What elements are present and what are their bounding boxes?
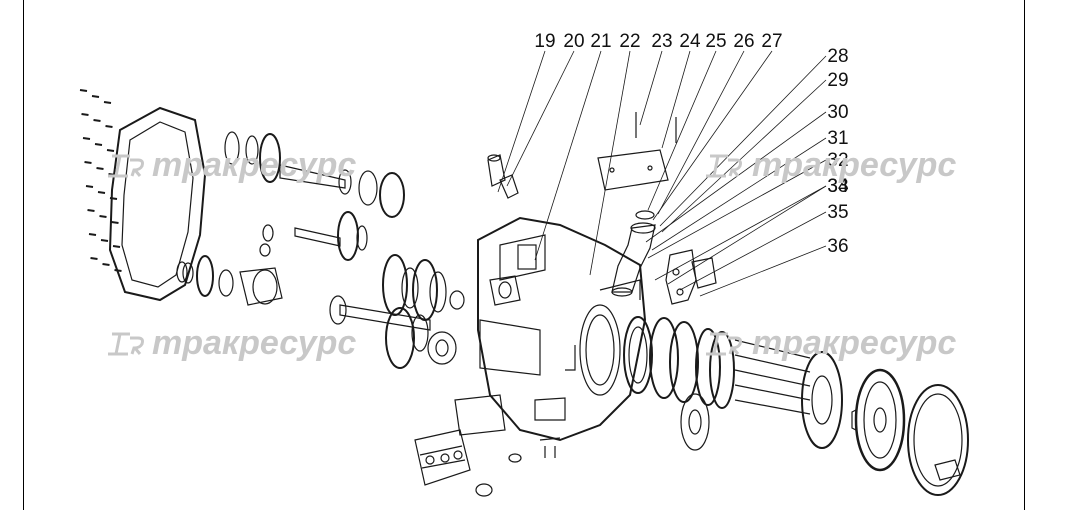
leader-line-21: [534, 50, 602, 261]
leader-line-27: [652, 50, 773, 221]
leader-line-29: [661, 79, 827, 233]
bolt: [88, 233, 97, 236]
watermark-2: тракресурс: [706, 146, 956, 184]
callout-36: 36: [827, 236, 848, 257]
leader-lines: [497, 50, 827, 297]
callout-30: 30: [827, 102, 848, 123]
callout-23: 23: [651, 31, 672, 52]
callout-25: 25: [705, 31, 726, 52]
bolt: [111, 221, 119, 224]
pump-bracket: [665, 249, 717, 305]
left-frame-border: [23, 0, 24, 510]
bolt: [105, 125, 113, 128]
bolt: [96, 167, 104, 170]
leader-line-33: [654, 185, 827, 281]
bolt-field: [79, 89, 122, 272]
watermark-text-1: тракресурс: [152, 146, 356, 184]
central-gear-cluster: [329, 254, 465, 369]
callout-29: 29: [827, 70, 848, 91]
leader-line-22: [589, 50, 631, 276]
bolt: [87, 209, 95, 212]
small-fittings: [487, 112, 677, 199]
left-cover-gasket: [108, 106, 207, 302]
end-cover: [907, 384, 969, 496]
bolt: [91, 95, 100, 98]
leader-line-32: [647, 159, 827, 259]
callout-20: 20: [563, 31, 584, 52]
watermark-4: тракресурс: [706, 324, 956, 362]
bolt: [114, 269, 122, 272]
callout-22: 22: [619, 31, 640, 52]
callout-33: 33: [827, 176, 848, 197]
parts-layer: [79, 89, 969, 497]
callout-31: 31: [827, 128, 848, 149]
bolt: [102, 263, 110, 266]
watermark-text-4: тракресурс: [752, 324, 956, 362]
leader-line-31: [651, 137, 827, 251]
bolt: [103, 101, 112, 104]
bolt: [81, 113, 89, 116]
leader-line-23: [639, 50, 663, 126]
watermark-3: тракресурс: [108, 324, 356, 362]
main-housing: [477, 216, 647, 442]
bolt: [97, 191, 106, 194]
callout-21: 21: [590, 31, 611, 52]
middle-gear-shaft: [259, 211, 368, 261]
bolt: [112, 245, 121, 248]
upper-gear-shaft: [224, 131, 405, 218]
bolt: [109, 197, 118, 200]
leader-line-24: [661, 50, 691, 149]
leader-line-34: [667, 185, 827, 285]
leader-line-35: [679, 211, 827, 291]
callout-34: 34: [827, 176, 849, 197]
bolt: [79, 89, 88, 92]
callout-35: 35: [827, 202, 848, 223]
callout-27: 27: [761, 31, 782, 52]
top-bracket: [597, 149, 669, 191]
valve-block: [414, 394, 506, 486]
leader-line-36: [699, 245, 827, 297]
watermark-1: тракресурс: [108, 146, 356, 184]
callout-24: 24: [679, 31, 701, 52]
right-frame-border: [1024, 0, 1025, 510]
bolt: [84, 161, 92, 164]
bolt: [94, 143, 103, 146]
leader-line-28: [659, 55, 827, 227]
callout-26: 26: [733, 31, 754, 52]
watermark-text-2: тракресурс: [752, 146, 956, 184]
bolt: [99, 215, 107, 218]
leader-line-19: [497, 50, 546, 193]
bolt: [90, 257, 98, 260]
bolt: [85, 185, 94, 188]
callout-28: 28: [827, 46, 848, 67]
clutch-pack: [623, 316, 843, 451]
watermark-logo-3: [108, 332, 144, 356]
watermark-logo-2: [706, 154, 742, 178]
watermark-text-3: тракресурс: [152, 324, 356, 362]
callout-32: 32: [827, 150, 848, 171]
lower-fittings: [475, 437, 561, 497]
lower-gear-shaft: [176, 255, 283, 306]
watermark-logo-4: [706, 332, 742, 356]
leader-line-30: [645, 111, 827, 243]
output-gear: [851, 368, 906, 472]
elbow-pipe: [611, 210, 656, 297]
watermark-group: тракресурс тракресурс тракресурс: [108, 146, 956, 362]
bolt: [93, 119, 101, 122]
leader-line-20: [506, 50, 575, 187]
callout-19: 19: [534, 31, 555, 52]
leader-line-25: [647, 50, 717, 211]
watermark-logo-1: [108, 154, 144, 178]
leader-line-26: [657, 50, 745, 215]
bolt: [100, 239, 109, 242]
bolt: [106, 149, 115, 152]
bolt: [82, 137, 91, 140]
